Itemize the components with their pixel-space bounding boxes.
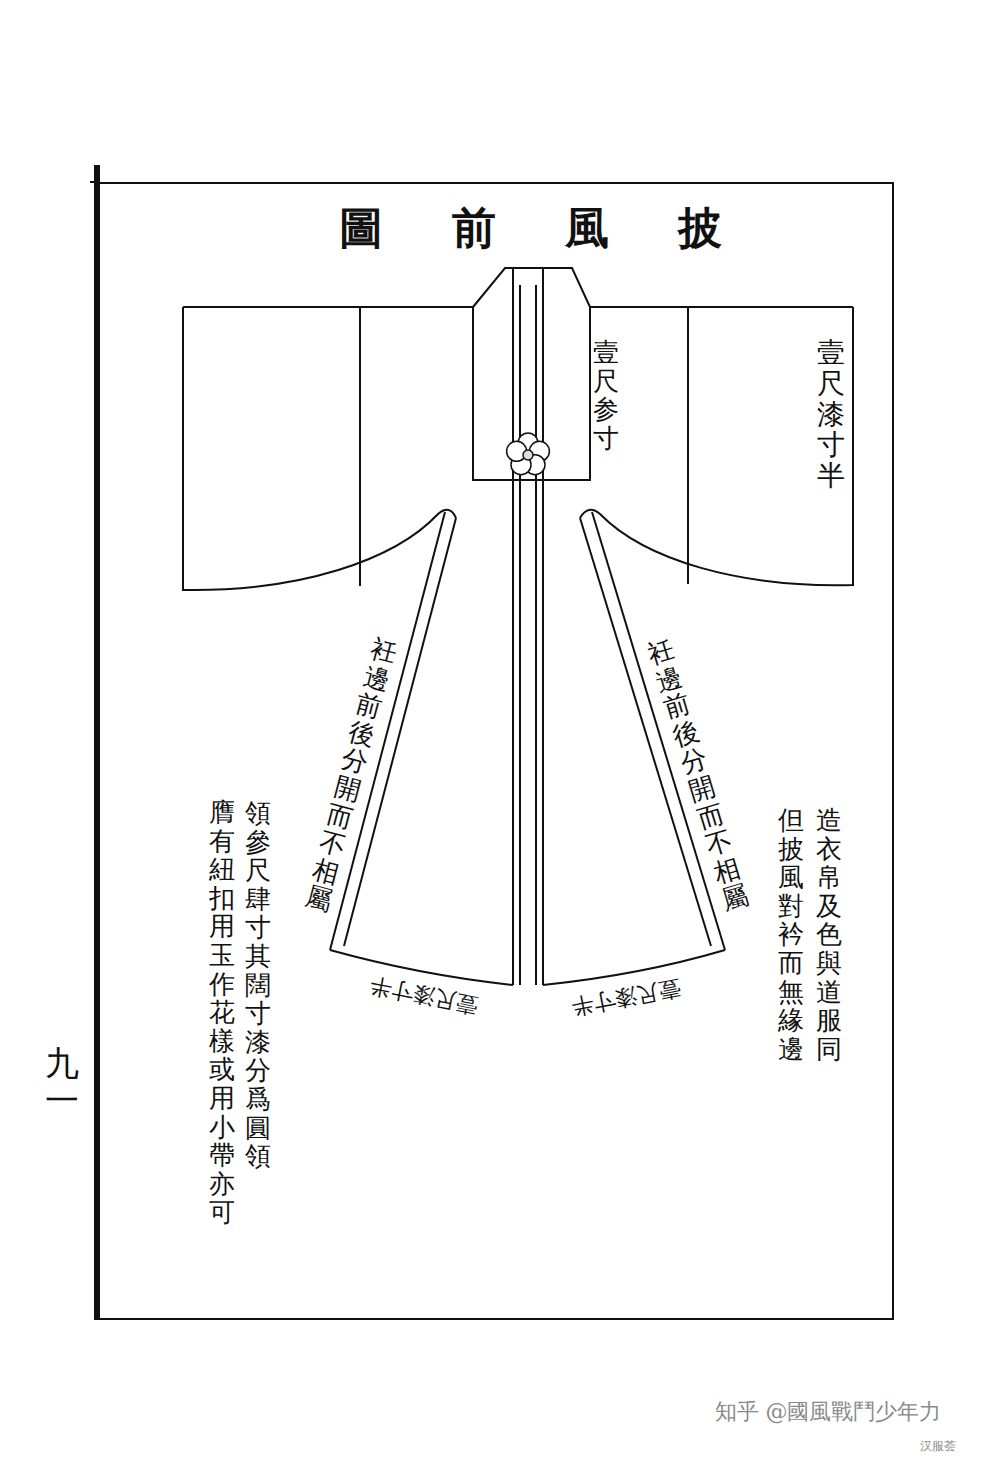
left-sleeve bbox=[183, 307, 456, 590]
note-column: 但披風對衿而無緣邊 bbox=[778, 806, 804, 1063]
side-note: 衽邊前後分開而不相屬 bbox=[302, 633, 400, 916]
spine-border bbox=[94, 165, 100, 1320]
watermark: 知乎 @國風戰鬥少年力 bbox=[715, 1397, 942, 1427]
note-column: 造衣帛及色與道服同 bbox=[816, 806, 842, 1063]
sleeve-seam bbox=[687, 307, 689, 584]
side-note: 衽邊前後分開而不相屬 bbox=[644, 634, 751, 915]
jade-flower-button bbox=[507, 433, 550, 475]
sleeve-seam bbox=[359, 307, 361, 586]
right-side bbox=[592, 512, 725, 950]
watermark: 汉服荟 bbox=[920, 1438, 956, 1455]
page-frame bbox=[95, 183, 893, 1319]
shoulder-line bbox=[183, 306, 853, 308]
page-number: 九一 bbox=[45, 1045, 79, 1120]
note-column: 膺有紐扣用玉作花樣或用小帶亦可 bbox=[209, 798, 235, 1227]
left-side bbox=[330, 512, 445, 950]
dimension: 壹尺漆寸半 bbox=[367, 970, 481, 1020]
right-sleeve bbox=[580, 307, 853, 585]
dimension: 壹尺参寸 bbox=[593, 338, 619, 452]
frame-tick bbox=[90, 181, 96, 183]
collar bbox=[473, 268, 590, 480]
front-opening bbox=[513, 268, 543, 985]
note-column: 領參尺肆寸其闊寸漆分爲圓領 bbox=[245, 799, 271, 1171]
dimension: 壹尺漆寸半 bbox=[817, 338, 845, 492]
page-title: 披風前圖 bbox=[339, 199, 791, 258]
